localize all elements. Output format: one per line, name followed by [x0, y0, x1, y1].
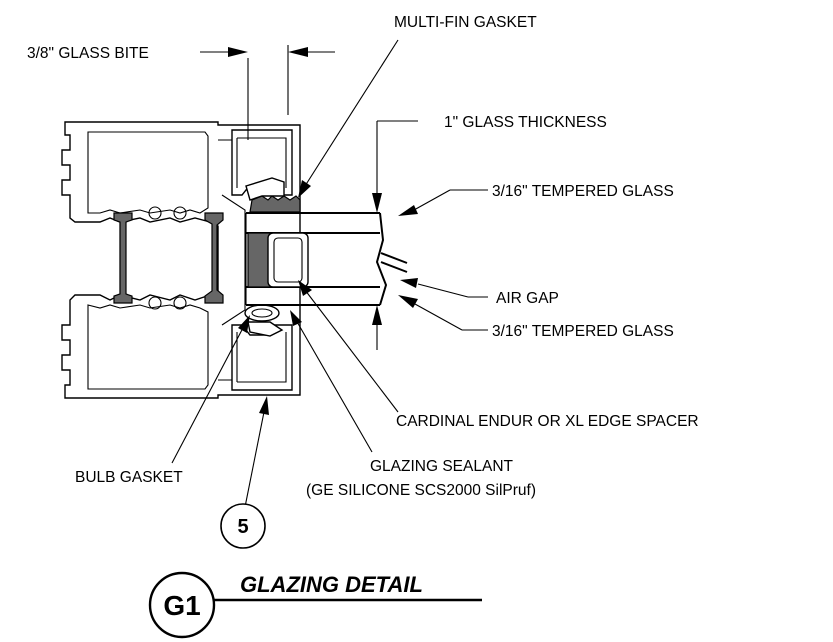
tempered-glass-top-label: 3/16" TEMPERED GLASS: [492, 183, 674, 200]
detail-title-block: G1 GLAZING DETAIL: [148, 571, 482, 639]
glass-bite-label: 3/8" GLASS BITE: [27, 45, 149, 62]
callout-bubble: 5: [220, 503, 266, 549]
glass-bite-dimension: [200, 45, 335, 140]
tempered-glass-bottom-label: 3/16" TEMPERED GLASS: [492, 323, 674, 340]
edge-spacer-label: CARDINAL ENDUR OR XL EDGE SPACER: [396, 413, 699, 430]
multi-fin-gasket-label: MULTI-FIN GASKET: [394, 14, 537, 31]
leader-lines: [171, 39, 488, 508]
detail-id: G1: [163, 590, 200, 621]
callout-number: 5: [237, 516, 248, 538]
bulb-gasket-label: BULB GASKET: [75, 469, 183, 486]
detail-title: GLAZING DETAIL: [240, 572, 423, 597]
glazing-sealant-spec-label: (GE SILICONE SCS2000 SilPruf): [306, 482, 536, 499]
glass-thickness-dimension: [372, 120, 418, 350]
glass-thickness-label: 1" GLASS THICKNESS: [444, 114, 607, 131]
insulated-glass-unit: [245, 212, 408, 306]
air-gap-label: AIR GAP: [496, 290, 559, 307]
glazing-sealant-label: GLAZING SEALANT: [370, 458, 514, 475]
multi-fin-gasket: [245, 177, 301, 213]
bulb-gasket: [244, 304, 284, 337]
